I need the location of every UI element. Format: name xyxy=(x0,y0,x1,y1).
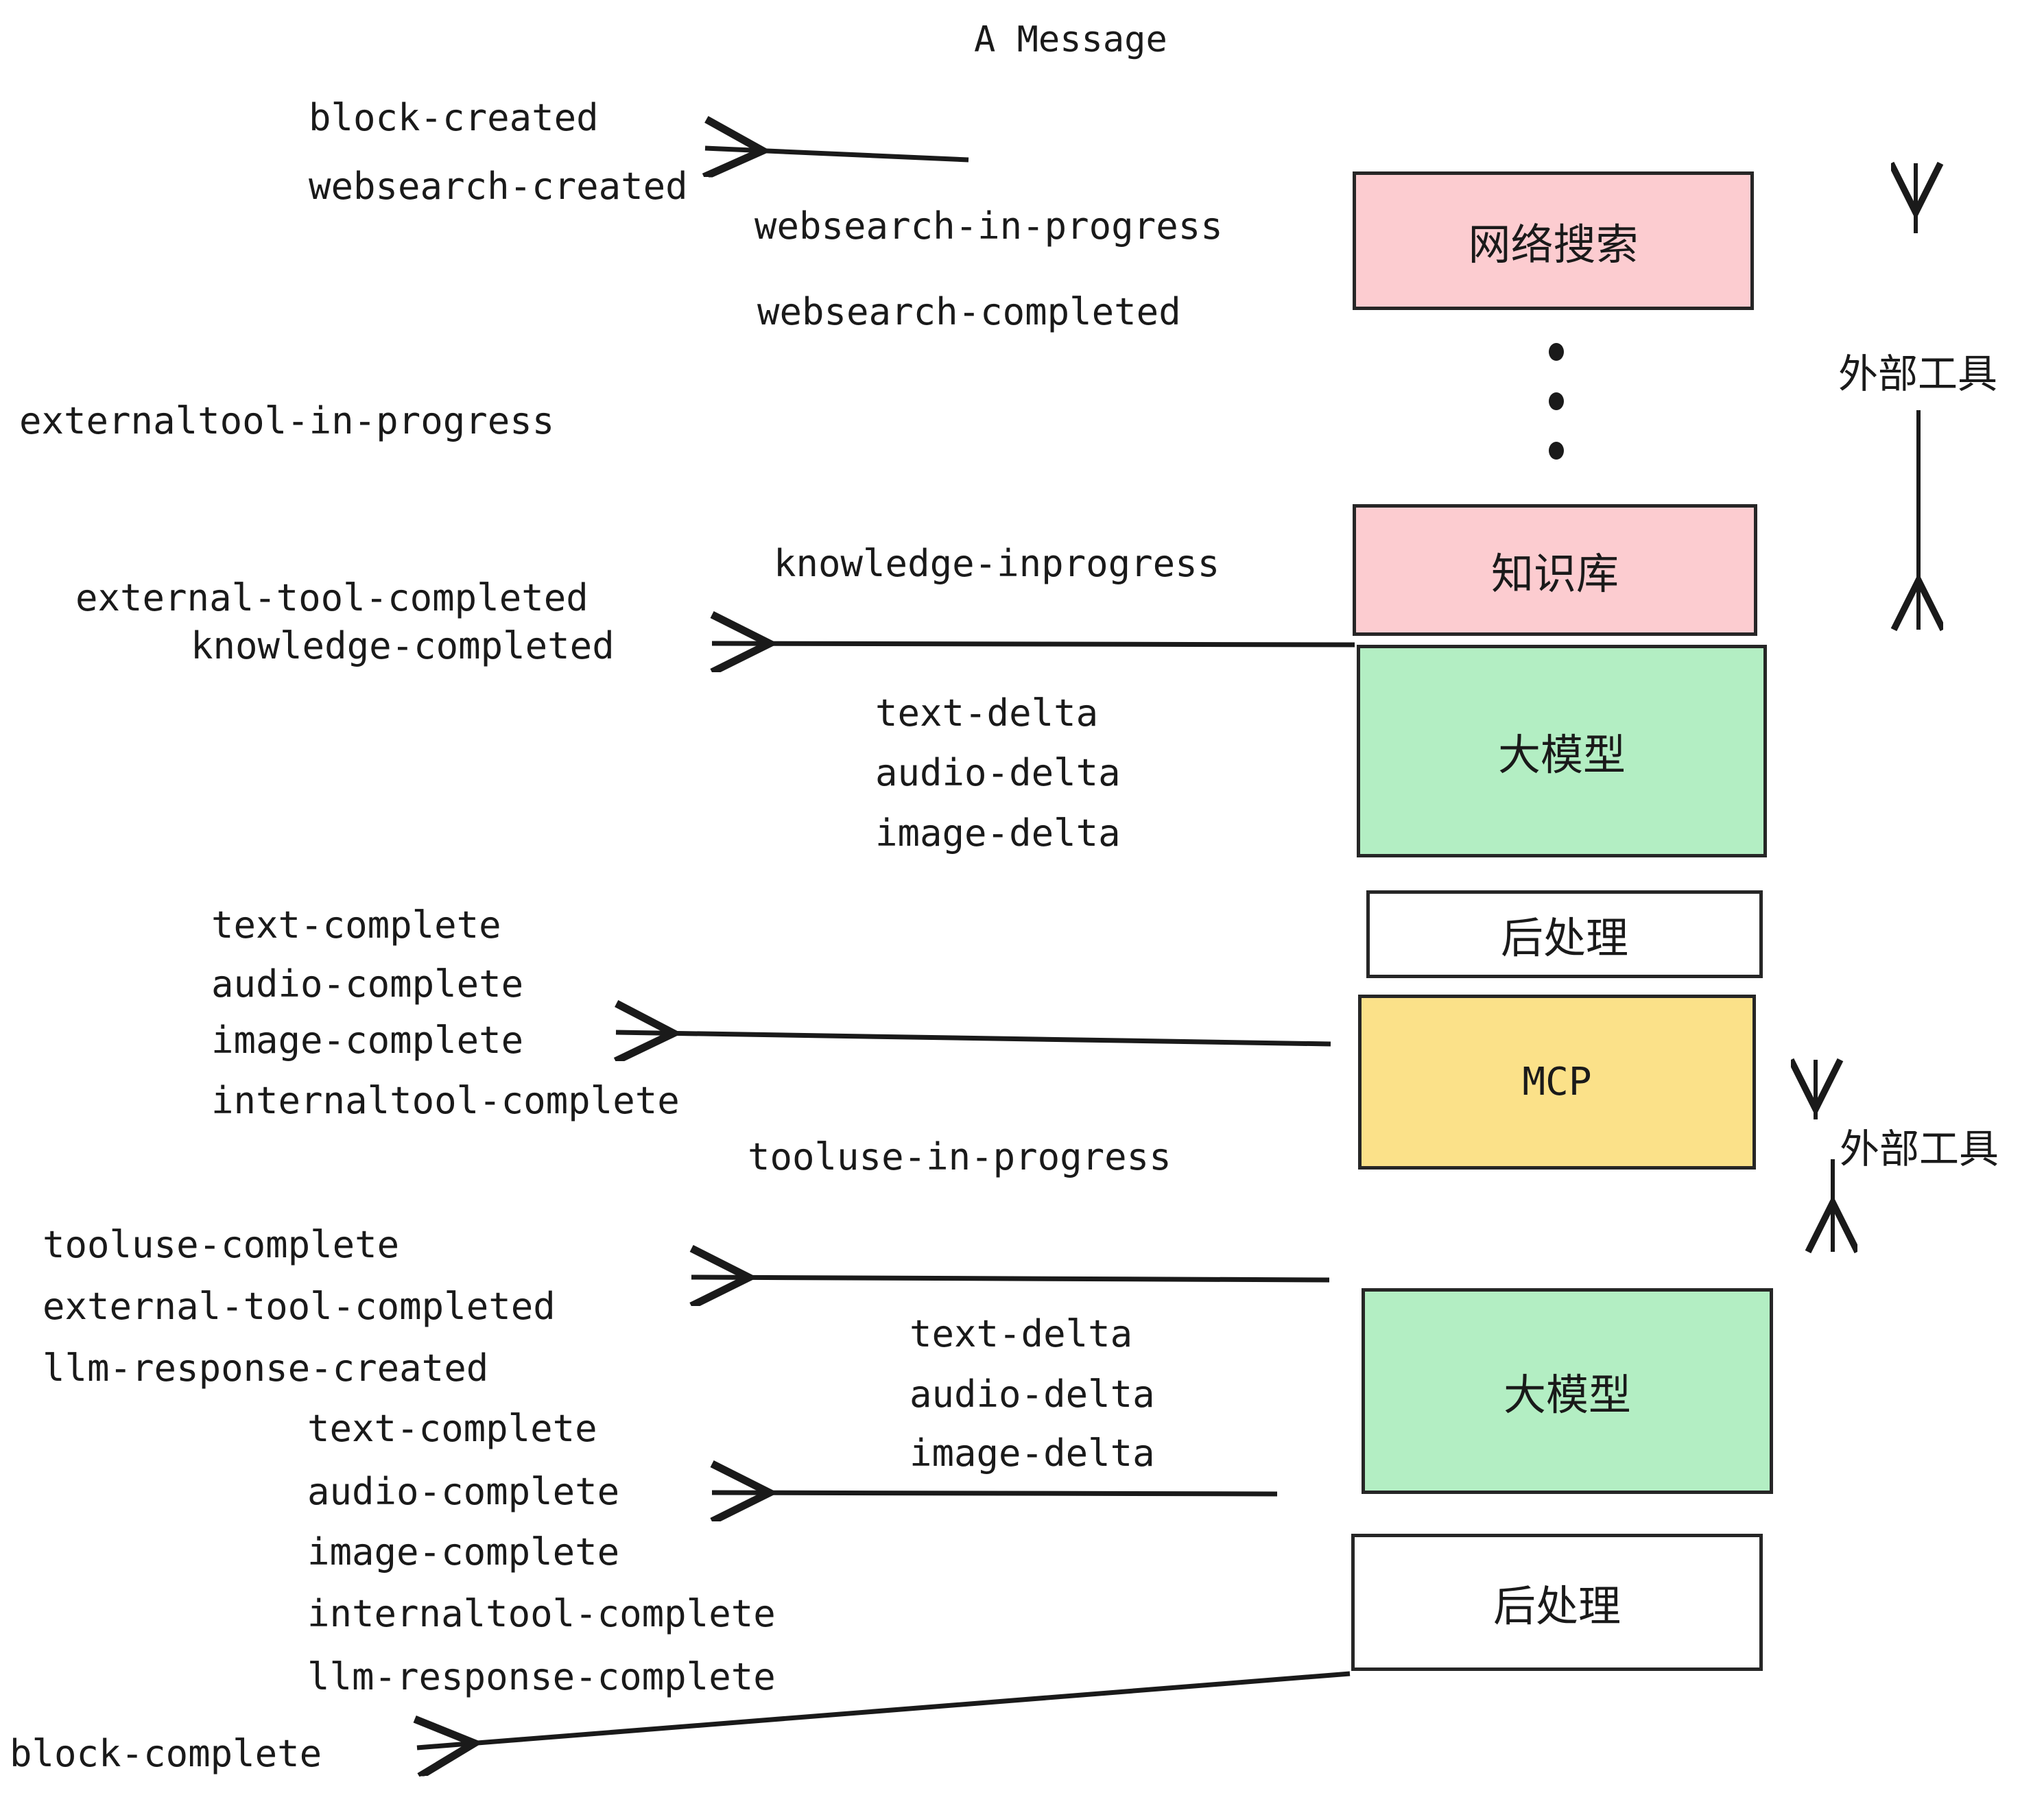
event-label-image-complete-1: image-complete xyxy=(211,1019,524,1062)
node-knowledge[interactable]: 知识库 xyxy=(1353,504,1757,636)
event-label-internaltool-complete-1: internaltool-complete xyxy=(211,1079,680,1122)
event-label-tooluse-complete: tooluse-complete xyxy=(43,1223,400,1266)
event-label-text-complete-1: text-complete xyxy=(211,903,501,947)
event-label-audio-complete-1: audio-complete xyxy=(211,962,524,1006)
event-label-audio-delta-2: audio-delta xyxy=(910,1373,1155,1416)
event-label-text-delta-1: text-delta xyxy=(875,691,1099,735)
event-label-externaltool-in-progress: externaltool-in-progress xyxy=(19,399,555,442)
event-label-image-delta-1: image-delta xyxy=(875,811,1121,855)
arrow-block-created xyxy=(705,148,969,160)
event-label-internaltool-complete-2: internaltool-complete xyxy=(307,1592,776,1635)
event-label-websearch-completed: websearch-completed xyxy=(757,290,1181,333)
event-label-llm-response-created: llm-response-created xyxy=(43,1346,489,1390)
node-llm-2[interactable]: 大模型 xyxy=(1362,1288,1773,1494)
event-label-block-created: block-created xyxy=(309,96,599,139)
event-label-text-complete-2: text-complete xyxy=(307,1407,597,1450)
event-label-knowledge-completed: knowledge-completed xyxy=(191,624,615,667)
node-mcp[interactable]: MCP xyxy=(1358,995,1756,1170)
event-label-llm-response-complete: llm-response-complete xyxy=(307,1655,776,1698)
event-label-external-tool-completed-2: external-tool-completed xyxy=(43,1285,556,1328)
page-title: A Message xyxy=(974,19,1167,60)
event-label-image-complete-2: image-complete xyxy=(307,1530,620,1574)
event-label-websearch-created: websearch-created xyxy=(309,165,688,208)
arrow-audio-complete xyxy=(712,1493,1278,1494)
side-label-external-tool-top: 外部工具 xyxy=(1838,351,1998,397)
node-websearch[interactable]: 网络搜索 xyxy=(1353,171,1754,310)
event-label-audio-delta-1: audio-delta xyxy=(875,751,1121,794)
node-postprocess-2[interactable]: 后处理 xyxy=(1351,1534,1763,1671)
event-label-knowledge-inprogress: knowledge-inprogress xyxy=(774,542,1220,585)
arrow-tooluse-complete xyxy=(691,1277,1330,1280)
arrow-image-complete xyxy=(616,1032,1331,1044)
vertical-ellipsis-icon xyxy=(1549,343,1564,460)
event-label-websearch-in-progress: websearch-in-progress xyxy=(754,204,1223,248)
arrow-knowledge-completed xyxy=(712,643,1355,645)
side-label-external-tool-bottom: 外部工具 xyxy=(1840,1126,1999,1172)
event-label-image-delta-2: image-delta xyxy=(910,1432,1155,1475)
event-label-audio-complete-2: audio-complete xyxy=(307,1470,620,1513)
node-llm-1[interactable]: 大模型 xyxy=(1357,645,1767,857)
event-label-external-tool-completed-1: external-tool-completed xyxy=(75,576,589,619)
node-postprocess-1[interactable]: 后处理 xyxy=(1366,890,1763,978)
event-label-tooluse-in-progress: tooluse-in-progress xyxy=(748,1135,1172,1178)
event-label-block-complete: block-complete xyxy=(10,1732,322,1775)
event-label-text-delta-2: text-delta xyxy=(910,1312,1133,1355)
